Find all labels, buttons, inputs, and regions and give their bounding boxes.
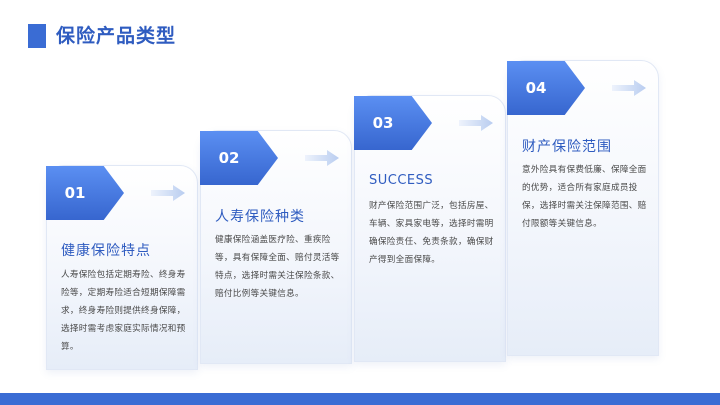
- step-description: 财产保险范围广泛，包括房屋、车辆、家具家电等，选择时需明确保险责任、免责条款，确…: [369, 201, 494, 265]
- step-description: 人寿保险包括定期寿险、终身寿险等，定期寿险适合短期保障需求，终身寿险则提供终身保…: [61, 270, 186, 352]
- step-number-badge: 04: [507, 61, 585, 115]
- step-number-badge: 02: [200, 131, 278, 185]
- title-accent-bar: [28, 24, 46, 48]
- step-description: 健康保险涵盖医疗险、重疾险等，具有保障全面、赔付灵活等特点，选择时需关注保险条款…: [215, 235, 340, 299]
- step-card-1: 01 健康保险特点 人寿保险包括定期寿险、终身寿险等，定期寿险适合短期保障需求，…: [46, 165, 198, 370]
- step-number-badge: 03: [354, 96, 432, 150]
- step-title: 健康保险特点: [61, 243, 151, 259]
- step-number: 03: [372, 114, 394, 132]
- step-number: 01: [64, 184, 86, 202]
- step-number: 02: [218, 149, 240, 167]
- step-title: 人寿保险种类: [215, 209, 305, 225]
- step-description: 意外险具有保费低廉、保障全面的优势，适合所有家庭成员投保，选择时需关注保障范围、…: [522, 165, 647, 229]
- step-title: SUCCESS: [369, 173, 434, 188]
- step-number-badge: 01: [46, 166, 124, 220]
- right-arrow-icon: [612, 80, 646, 96]
- step-card-4: 04 财产保险范围 意外险具有保费低廉、保障全面的优势，适合所有家庭成员投保，选…: [507, 60, 659, 356]
- right-arrow-icon: [151, 185, 185, 201]
- step-number: 04: [525, 79, 547, 97]
- right-arrow-icon: [305, 150, 339, 166]
- bottom-accent-bar: [0, 393, 720, 405]
- step-card-2: 02 人寿保险种类 健康保险涵盖医疗险、重疾险等，具有保障全面、赔付灵活等特点，…: [200, 130, 352, 364]
- step-card-3: 03 SUCCESS 财产保险范围广泛，包括房屋、车辆、家具家电等，选择时需明确…: [354, 95, 506, 362]
- right-arrow-icon: [459, 115, 493, 131]
- step-title: 财产保险范围: [522, 139, 612, 155]
- page-title: 保险产品类型: [56, 25, 177, 47]
